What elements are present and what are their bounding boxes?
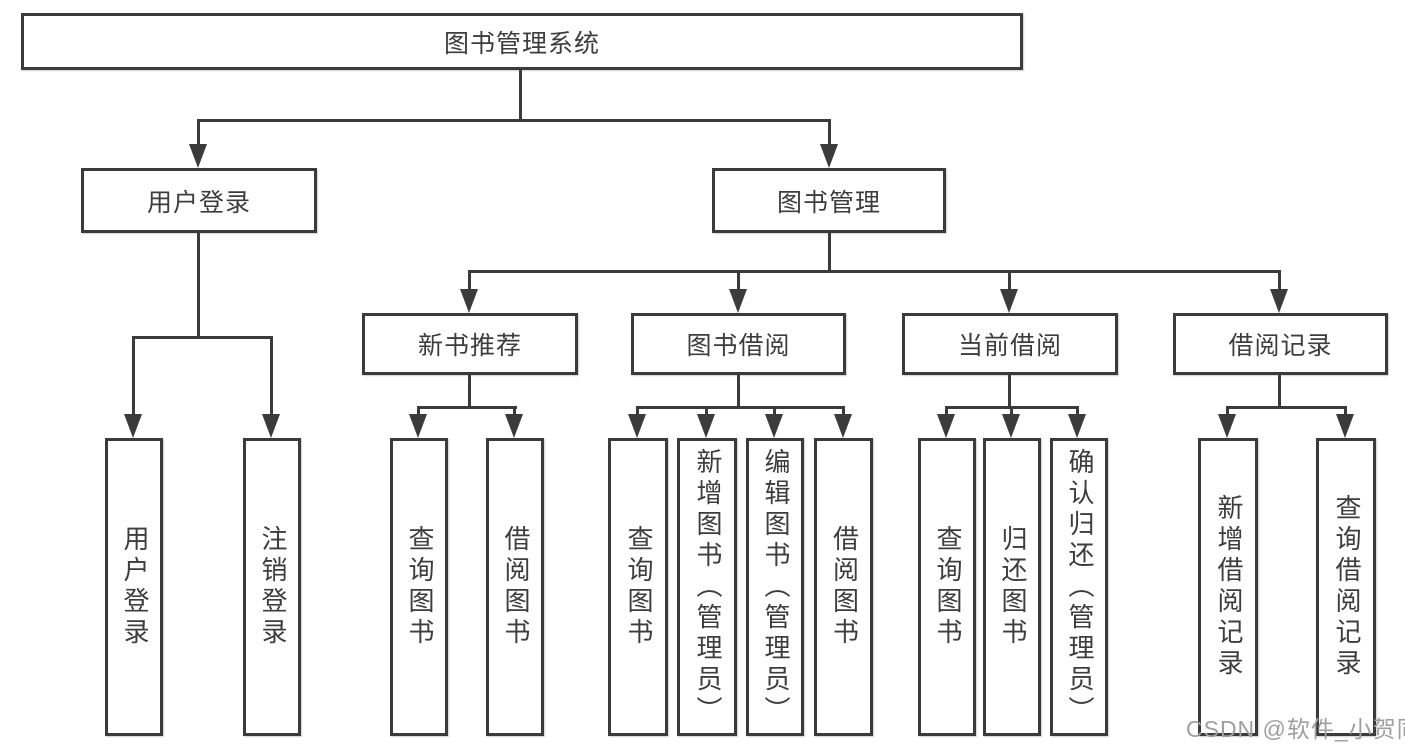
arrow-down-icon — [505, 414, 523, 438]
connector-line — [842, 406, 845, 416]
leaf-add-books-admin-label: 新增图书（管理员） — [692, 447, 723, 727]
arrow-down-icon — [1336, 414, 1354, 438]
arrow-down-icon — [1068, 414, 1086, 438]
connector-line — [737, 375, 740, 408]
leaf-add-books-admin: 新增图书（管理员） — [677, 438, 737, 736]
node-book-borrowing-label: 图书借阅 — [686, 332, 791, 360]
arrow-down-icon — [1270, 289, 1288, 313]
leaf-query-books-3: 查询图书 — [918, 438, 976, 736]
arrow-down-icon — [937, 414, 955, 438]
node-current-borrowing-label: 当前借阅 — [957, 332, 1062, 360]
leaf-logout: 注销登录 — [243, 438, 301, 736]
connector-line — [417, 406, 420, 416]
leaf-query-borrow-record-label: 查询借阅记录 — [1331, 494, 1362, 680]
connector-line — [468, 375, 471, 408]
connector-line — [636, 406, 639, 416]
node-book-management-label: 图书管理 — [776, 188, 881, 217]
connector-line — [519, 70, 522, 120]
connector-line — [468, 270, 471, 290]
leaf-edit-books-admin-label: 编辑图书（管理员） — [760, 447, 791, 727]
connector-line — [513, 406, 516, 416]
leaf-borrow-books-1-label: 借阅图书 — [500, 525, 531, 649]
leaf-query-books-3-label: 查询图书 — [932, 525, 963, 649]
connector-line — [1008, 270, 1011, 290]
node-root: 图书管理系统 — [21, 13, 1023, 70]
connector-line — [417, 406, 517, 409]
node-root-label: 图书管理系统 — [443, 29, 600, 58]
node-new-book-recommend: 新书推荐 — [362, 313, 578, 375]
node-book-management: 图书管理 — [712, 168, 946, 233]
arrow-down-icon — [697, 414, 715, 438]
leaf-query-books-2-label: 查询图书 — [623, 525, 654, 649]
node-user-login: 用户登录 — [81, 168, 317, 233]
connector-line — [197, 119, 200, 146]
arrow-down-icon — [820, 144, 838, 168]
leaf-add-borrow-record-label: 新增借阅记录 — [1213, 494, 1244, 680]
arrow-down-icon — [409, 414, 427, 438]
connector-line — [132, 336, 135, 416]
leaf-borrow-books-2: 借阅图书 — [814, 438, 873, 736]
leaf-confirm-return-admin: 确认归还（管理员） — [1050, 438, 1108, 736]
connector-line — [270, 336, 273, 416]
leaf-borrow-books-2-label: 借阅图书 — [829, 525, 860, 649]
connector-line — [1278, 270, 1281, 290]
leaf-user-login-label: 用户登录 — [119, 525, 150, 649]
leaf-edit-books-admin: 编辑图书（管理员） — [746, 438, 804, 736]
leaf-logout-label: 注销登录 — [257, 525, 288, 649]
node-user-login-label: 用户登录 — [146, 188, 251, 217]
arrow-down-icon — [189, 144, 207, 168]
connector-line — [828, 119, 831, 146]
connector-line — [132, 336, 273, 339]
connector-line — [468, 270, 1281, 273]
arrow-down-icon — [765, 414, 783, 438]
connector-line — [1226, 406, 1229, 416]
arrow-down-icon — [124, 414, 142, 438]
connector-line — [198, 119, 831, 122]
leaf-query-books-2: 查询图书 — [608, 438, 668, 736]
connector-line — [1344, 406, 1347, 416]
node-new-book-recommend-label: 新书推荐 — [417, 332, 522, 360]
connector-line — [636, 406, 845, 409]
connector-line — [1010, 406, 1013, 416]
arrow-down-icon — [834, 414, 852, 438]
leaf-confirm-return-admin-label: 确认归还（管理员） — [1064, 447, 1095, 727]
leaf-query-borrow-record: 查询借阅记录 — [1316, 438, 1376, 736]
connector-line — [705, 406, 708, 416]
arrow-down-icon — [729, 289, 747, 313]
leaf-return-books: 归还图书 — [983, 438, 1041, 736]
connector-line — [1076, 406, 1079, 416]
node-borrowing-records: 借阅记录 — [1173, 313, 1388, 375]
leaf-query-books-1-label: 查询图书 — [404, 525, 435, 649]
connector-line — [1008, 375, 1011, 408]
arrow-down-icon — [628, 414, 646, 438]
leaf-query-books-1: 查询图书 — [390, 438, 448, 736]
leaf-user-login: 用户登录 — [105, 438, 163, 736]
connector-line — [737, 270, 740, 290]
node-borrowing-records-label: 借阅记录 — [1228, 332, 1333, 360]
leaf-borrow-books-1: 借阅图书 — [486, 438, 544, 736]
connector-line — [197, 233, 200, 337]
connector-line — [1226, 406, 1347, 409]
leaf-return-books-label: 归还图书 — [997, 525, 1028, 649]
arrow-down-icon — [1002, 414, 1020, 438]
arrow-down-icon — [1000, 289, 1018, 313]
arrow-down-icon — [460, 289, 478, 313]
connector-line — [1278, 375, 1281, 408]
connector-line — [945, 406, 948, 416]
arrow-down-icon — [262, 414, 280, 438]
leaf-add-borrow-record: 新增借阅记录 — [1198, 438, 1258, 736]
csdn-watermark: CSDN @软件_小贺同学 — [1186, 716, 1405, 742]
connector-line — [828, 233, 831, 272]
node-book-borrowing: 图书借阅 — [631, 313, 846, 375]
connector-line — [773, 406, 776, 416]
node-current-borrowing: 当前借阅 — [902, 313, 1118, 375]
arrow-down-icon — [1218, 414, 1236, 438]
